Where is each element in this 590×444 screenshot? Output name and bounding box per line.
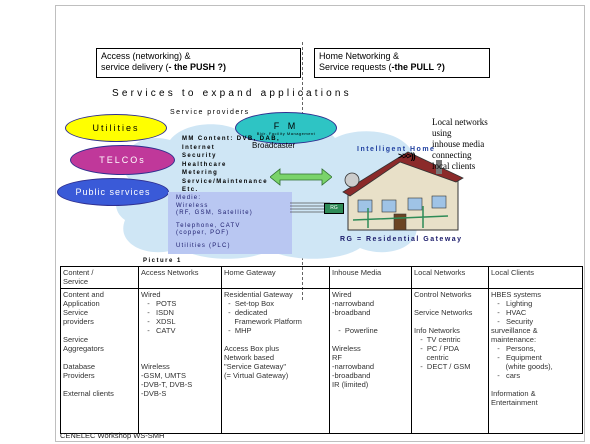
table-header-row: Content / Service Access Networks Home G…	[60, 266, 583, 289]
service-providers-label: Service providers	[170, 109, 250, 116]
media-line: Telephone, CATV	[176, 222, 241, 229]
content-line: Security	[182, 153, 217, 159]
table-cell: Control Networks Service Networks Info N…	[411, 288, 489, 434]
media-line: Medie:	[176, 195, 202, 201]
fm-ellipse: F M Bldr. Facility Management	[235, 112, 337, 144]
local-networks-note: Local networks using inhouse media conne…	[432, 117, 488, 172]
content-line: Healthcare	[182, 161, 227, 168]
table-cell: Content and Application Service provider…	[60, 288, 139, 434]
rg-small-label: RG	[330, 205, 338, 211]
column-header: Content / Service	[60, 266, 139, 289]
double-arrow	[270, 168, 332, 186]
content-line: Etc.	[182, 187, 199, 193]
table-cell: Wired -narrowband -broadband - Powerline…	[329, 288, 412, 434]
content-list: MM Content: DVB, DAB, Internet Security …	[182, 135, 280, 195]
services-title: Services to expand applications	[112, 88, 352, 99]
rg-box: RG	[324, 203, 344, 214]
utilities-label: Utilities	[92, 123, 140, 133]
overview-table: Content / Service Access Networks Home G…	[60, 266, 583, 434]
cables	[290, 202, 330, 213]
utilities-ellipse: Utilities	[65, 114, 167, 142]
table-cell: Residential Gateway - Set-top Box - dedi…	[221, 288, 330, 434]
fm-label: F M	[273, 120, 299, 131]
intelligent-home-label: Intelligent Home	[357, 146, 436, 153]
pull-header-box: Home Networking & Service requests (-the…	[314, 48, 490, 78]
fm-sublabel: Bldr. Facility Management	[256, 130, 316, 136]
local-networks-line: local clients	[432, 161, 476, 171]
wireless-waves: >>>))	[398, 151, 416, 161]
push-header-bold: - the PUSH ?)	[168, 62, 227, 72]
local-networks-line: using	[432, 128, 452, 138]
local-networks-line: connecting	[432, 150, 472, 160]
media-line: Wireless	[176, 202, 209, 209]
pull-header-bold: -the PULL ?)	[391, 62, 445, 72]
push-header-normal: Access (networking) & service delivery (	[101, 51, 191, 72]
media-line: Utilities (PLC)	[176, 242, 231, 249]
column-header: Local Networks	[411, 266, 489, 289]
table-cell: HBES systems - Lighting - HVAC - Securit…	[488, 288, 583, 434]
local-networks-line: Local networks	[432, 117, 488, 127]
push-header-text: Access (networking) & service delivery (…	[101, 51, 226, 72]
media-line: (RF, GSM, Satellite)	[176, 210, 254, 216]
content-line: Service/Maintenance	[182, 178, 268, 185]
broadcaster-label: Broadcaster	[252, 141, 296, 150]
push-header-box: Access (networking) & service delivery (…	[96, 48, 301, 78]
media-line: (copper, POF)	[176, 230, 230, 236]
footer-text: CENELEC Workshop WS-SMH	[60, 431, 165, 440]
media-text: Medie: Wireless (RF, GSM, Satellite) Tel…	[176, 195, 253, 250]
intelligent-home-house	[342, 151, 464, 231]
column-header: Inhouse Media	[329, 266, 412, 289]
media-box	[168, 192, 292, 254]
column-header: Local Clients	[488, 266, 583, 289]
local-networks-line: inhouse media	[432, 139, 485, 149]
picture-caption: Picture 1	[143, 258, 182, 264]
telcos-ellipse: TELCOs	[70, 145, 175, 175]
content-line: Internet	[182, 144, 216, 151]
content-line: MM Content: DVB, DAB,	[182, 136, 281, 142]
pull-header-normal: Home Networking & Service requests (	[319, 51, 400, 72]
public-services-label: Public services	[75, 187, 151, 197]
column-header: Access Networks	[138, 266, 222, 289]
telcos-label: TELCOs	[99, 155, 146, 165]
table-cell: Wired - POTS - ISDN - XDSL - CATV Wirele…	[138, 288, 222, 434]
content-line: Metering	[182, 170, 219, 176]
slide-frame	[55, 5, 585, 442]
public-services-ellipse: Public services	[57, 178, 169, 206]
residential-gateway-label: RG = Residential Gateway	[340, 236, 463, 243]
table-row: Content and Application Service provider…	[60, 288, 583, 434]
column-header: Home Gateway	[221, 266, 330, 289]
pull-header-text: Home Networking & Service requests (-the…	[319, 51, 445, 72]
